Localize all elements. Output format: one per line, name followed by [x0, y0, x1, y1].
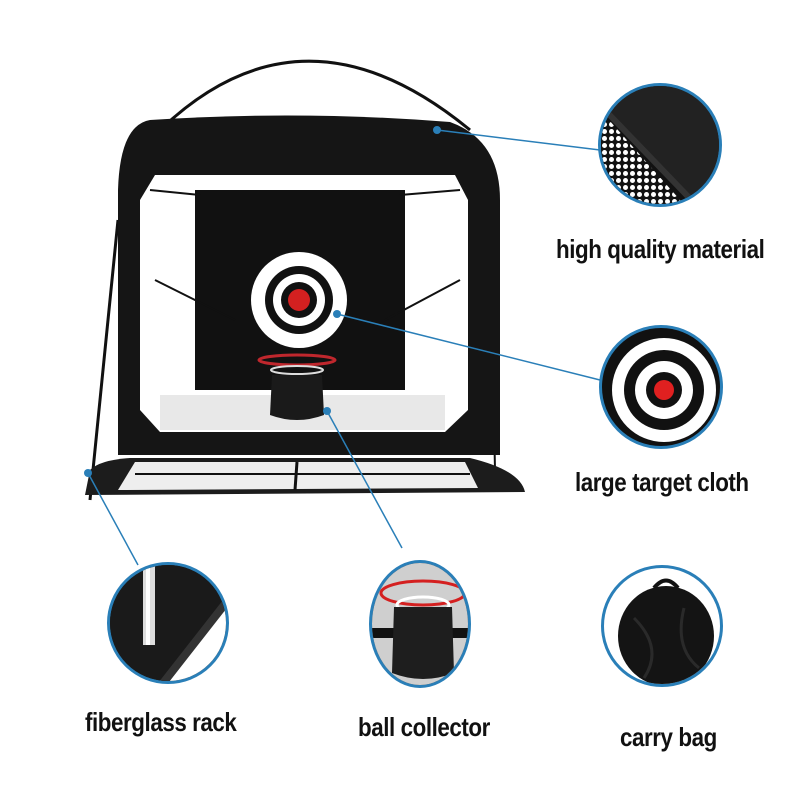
feature-label-fiberglass: fiberglass rack	[85, 707, 237, 737]
carry-bag-icon	[601, 565, 723, 687]
fiberglass-pole-closeup-icon	[107, 562, 229, 684]
feature-label-material: high quality material	[556, 234, 765, 264]
feature-label-target: large target cloth	[575, 467, 749, 497]
ball-collector-basket-icon	[369, 560, 471, 688]
feature-label-bag: carry bag	[620, 722, 717, 752]
mesh-fabric-closeup-icon	[598, 83, 722, 207]
bullseye-target-icon	[599, 325, 723, 449]
feature-label-collector: ball collector	[358, 712, 490, 742]
